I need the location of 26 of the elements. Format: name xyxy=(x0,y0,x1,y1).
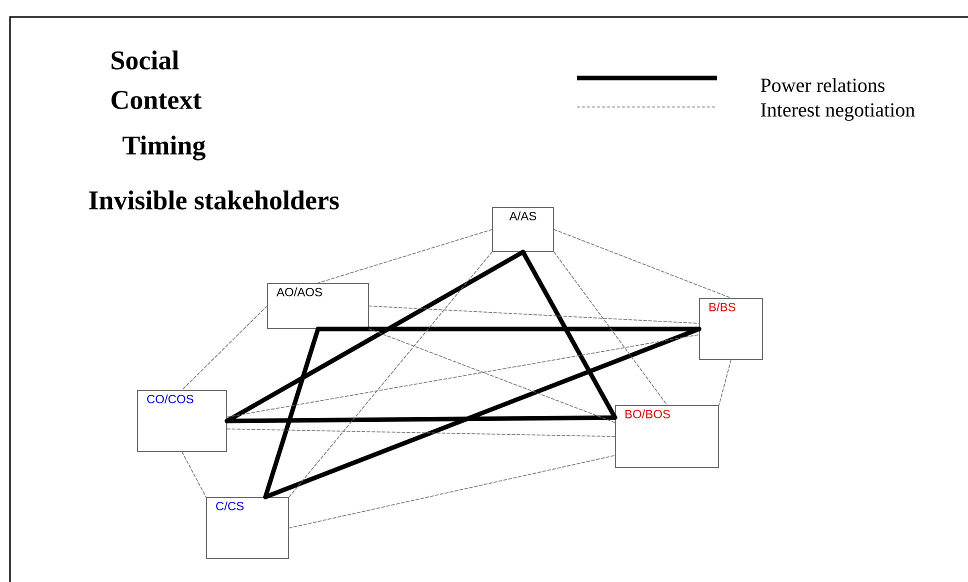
heading-text: Context xyxy=(112,90,202,110)
dashed-line xyxy=(368,328,616,423)
dashed-line xyxy=(554,252,668,406)
dashed-line xyxy=(288,252,492,498)
dashed-line xyxy=(318,229,492,284)
dashed-line xyxy=(226,334,700,418)
stakeholder-box: CO/COS xyxy=(137,390,227,452)
stakeholder-box: B/BS xyxy=(699,298,763,360)
thick-line xyxy=(224,415,618,424)
heading-text: Timing xyxy=(122,136,206,160)
legend-text: Interest negotiation xyxy=(760,103,915,121)
dashed-line xyxy=(226,428,616,437)
stakeholder-box: C/CS xyxy=(206,497,289,559)
dashed-line xyxy=(368,306,700,324)
dashed-line xyxy=(182,452,206,498)
dashed-line xyxy=(288,455,616,528)
heading-text: Social xyxy=(112,50,179,70)
thick-line xyxy=(263,326,702,500)
dashed-line xyxy=(554,229,732,298)
heading-text: Invisible stakeholders xyxy=(89,190,339,210)
dashed-line xyxy=(182,306,268,390)
legend-text: Power relations xyxy=(760,78,884,92)
stakeholder-box: A/AS xyxy=(492,207,554,252)
stakeholder-box: BO/BOS xyxy=(615,405,719,468)
stakeholder-box: AO/AOS xyxy=(267,283,369,329)
dashed-line xyxy=(718,360,732,406)
